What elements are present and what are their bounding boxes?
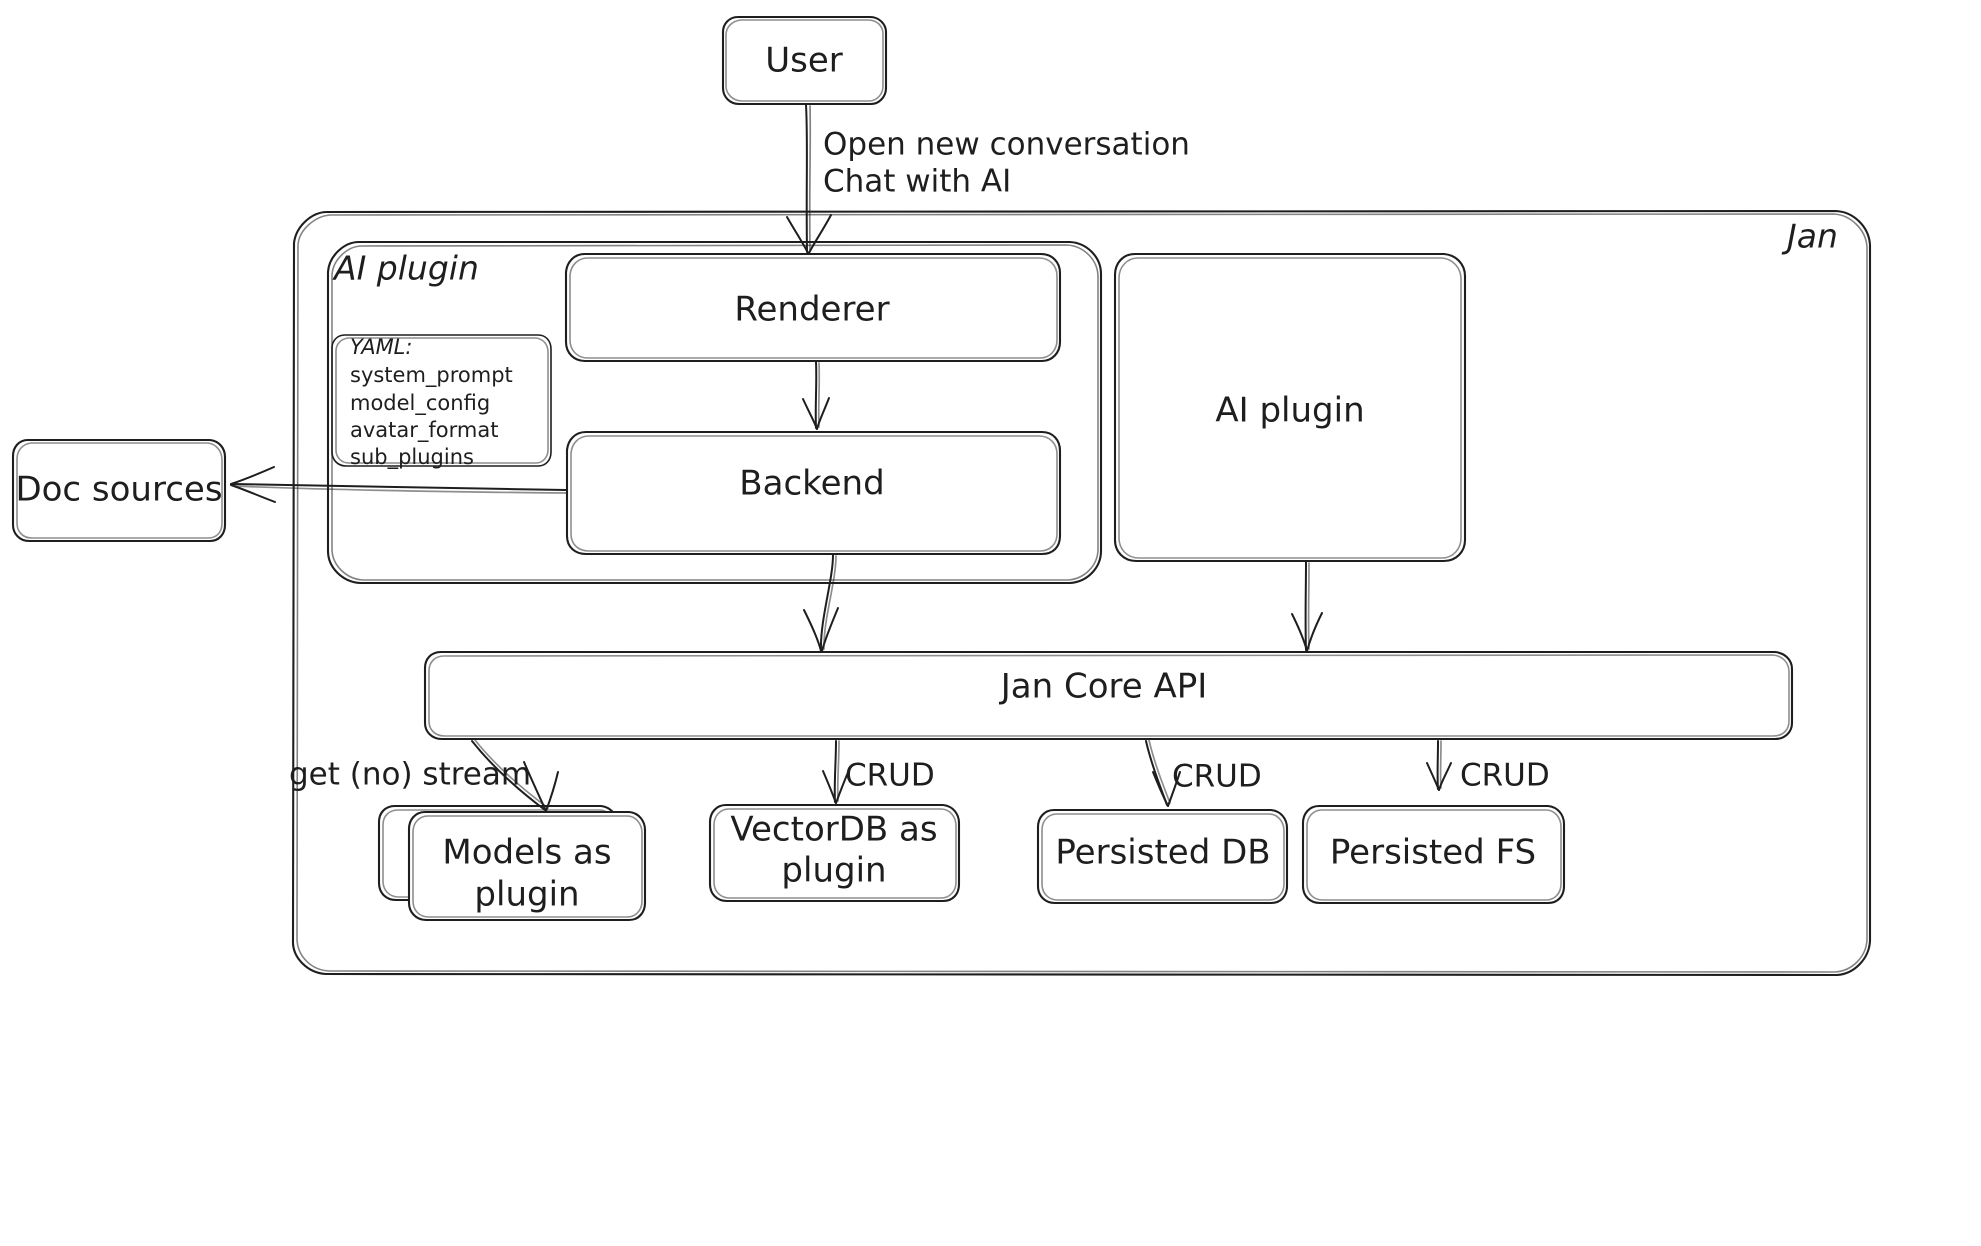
card-yaml-config: YAML: system_prompt model_config avatar_… xyxy=(331,334,552,470)
yaml-card-item-1: model_config xyxy=(350,391,490,416)
node-renderer-label: Renderer xyxy=(734,290,889,330)
node-persisted-db-label: Persisted DB xyxy=(1055,833,1270,873)
edge-renderer-to-backend xyxy=(802,361,830,430)
node-jan-core-api-label: Jan Core API xyxy=(999,667,1208,707)
edge-label-crud-persisted-fs: CRUD xyxy=(1460,758,1550,794)
yaml-card-item-2: avatar_format xyxy=(350,418,498,443)
container-ai-plugin-group-label: AI plugin xyxy=(332,249,479,288)
node-renderer[interactable]: Renderer xyxy=(564,252,1062,363)
edge-label-crud-vectordb: CRUD xyxy=(845,758,935,794)
edge-core-api-to-persisted-fs: CRUD xyxy=(1426,740,1550,794)
node-vectordb-plugin-label-line2: plugin xyxy=(781,851,886,891)
node-models-plugin-label-line1: Models as xyxy=(442,833,611,873)
edge-user-to-renderer: Open new conversation Chat with AI xyxy=(786,104,1190,254)
container-ai-plugin-group: AI plugin xyxy=(326,240,1103,585)
node-backend-label: Backend xyxy=(739,464,884,504)
node-vectordb-plugin-label-line1: VectorDB as xyxy=(730,810,937,850)
container-jan: Jan xyxy=(291,209,1872,977)
yaml-card-item-3: sub_plugins xyxy=(350,445,474,470)
node-persisted-fs[interactable]: Persisted FS xyxy=(1301,804,1566,905)
edge-backend-to-doc-sources xyxy=(230,466,567,503)
node-models-plugin-label-line2: plugin xyxy=(474,875,579,915)
node-doc-sources-label: Doc sources xyxy=(15,470,222,510)
edge-label-crud-persisted-db: CRUD xyxy=(1172,759,1262,795)
edge-label-get-no-stream: get (no) stream xyxy=(289,757,531,793)
node-doc-sources[interactable]: Doc sources xyxy=(11,438,227,543)
edge-label-user-renderer-line1: Open new conversation xyxy=(823,127,1190,163)
edge-core-api-to-vectordb: CRUD xyxy=(822,740,935,804)
edge-backend-to-core-api xyxy=(803,554,839,652)
edge-core-api-to-persisted-db: CRUD xyxy=(1145,739,1262,807)
edge-label-user-renderer-line2: Chat with AI xyxy=(823,164,1011,200)
node-user[interactable]: User xyxy=(721,15,888,106)
node-persisted-db[interactable]: Persisted DB xyxy=(1036,808,1289,905)
node-ai-plugin-right-label: AI plugin xyxy=(1215,391,1364,431)
node-persisted-fs-label: Persisted FS xyxy=(1330,833,1536,873)
container-jan-label: Jan xyxy=(1781,217,1838,256)
yaml-card-item-0: system_prompt xyxy=(350,363,513,388)
node-user-label: User xyxy=(765,41,843,81)
node-backend[interactable]: Backend xyxy=(565,430,1062,556)
edge-core-api-to-models: get (no) stream xyxy=(289,739,559,812)
node-ai-plugin-right[interactable]: AI plugin xyxy=(1113,252,1467,563)
edge-ai-plugin-to-core-api xyxy=(1291,561,1323,652)
node-vectordb-plugin[interactable]: VectorDB as plugin xyxy=(708,803,961,903)
node-jan-core-api[interactable]: Jan Core API xyxy=(423,650,1794,741)
node-models-plugin[interactable]: Models as plugin xyxy=(377,804,647,922)
yaml-card-title: YAML: xyxy=(350,335,412,359)
